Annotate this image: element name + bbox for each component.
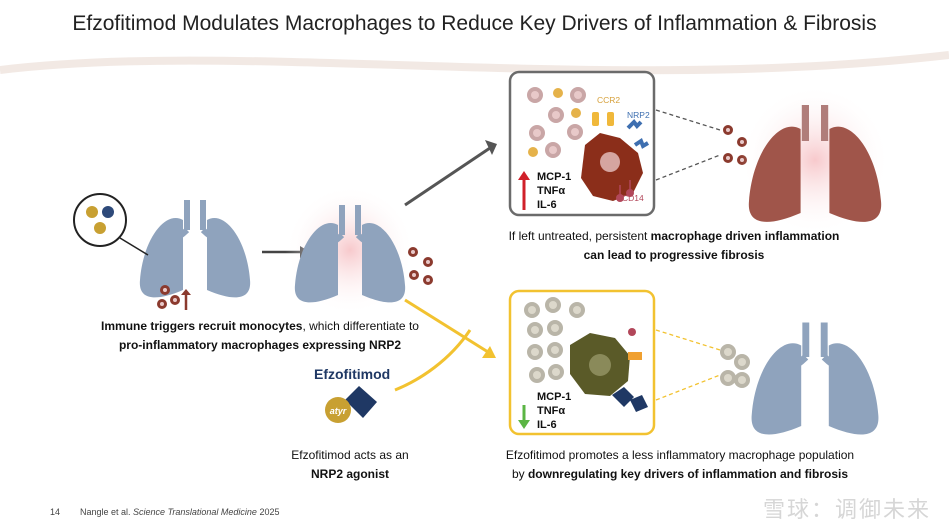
nrp2-label: NRP2	[627, 110, 650, 120]
top-caption-line2: can lead to progressive fibrosis	[583, 248, 765, 262]
header-wave	[0, 51, 949, 75]
citation: Nangle et al. Science Translational Medi…	[80, 507, 279, 517]
cytokine-tnfa: TNFα	[537, 405, 566, 417]
page-number: 14	[50, 507, 61, 517]
ccr2-receptor-icon	[592, 112, 599, 126]
lungs-icon-left	[140, 200, 250, 297]
left-caption: Immune triggers recruit monocytes, which…	[60, 317, 460, 355]
arrow-to-treated-icon	[404, 298, 489, 354]
small-cluster-icon	[720, 344, 750, 388]
zoom-circle-icon	[73, 193, 127, 247]
cd14-label: CD14	[622, 193, 644, 203]
healthy-lungs-icon	[752, 323, 879, 435]
fibrotic-lungs-icon	[748, 104, 882, 222]
drug-caption-line1: Efzofitimod acts as an	[291, 448, 409, 462]
left-caption-rest: , which differentiate to	[302, 319, 419, 333]
drug-caption: Efzofitimod acts as an NRP2 agonist	[250, 446, 450, 484]
top-caption-pre: If left untreated, persistent	[508, 229, 651, 243]
cytokine-tnfa: TNFα	[537, 185, 566, 197]
left-caption-bold: Immune triggers recruit monocytes	[101, 319, 303, 333]
efzofitimod-molecule-icon	[345, 386, 377, 418]
inflammatory-cells-icon	[527, 87, 586, 158]
efzofitimod-bound-icon	[612, 387, 648, 412]
bottom-caption-pre2: by	[511, 467, 528, 481]
top-cytokine-list: MCP-1 TNFα IL-6	[537, 170, 571, 212]
bottom-caption-line1: Efzofitimod promotes a less inflammatory…	[505, 448, 855, 462]
cytokine-mcp1: MCP-1	[537, 391, 572, 403]
citation-journal: Science Translational Medicine	[133, 507, 257, 517]
watermark: 雪球：调御未来	[762, 497, 931, 522]
bottom-cytokine-list: MCP-1 TNFα IL-6	[537, 390, 571, 432]
down-regulation-arrow-icon	[518, 420, 530, 429]
top-caption: If left untreated, persistent macrophage…	[474, 227, 874, 265]
nrp2-receptor-icon	[626, 118, 650, 149]
ccr2-label: CCR2	[597, 95, 621, 105]
top-caption-bold: macrophage driven inflammation	[650, 229, 840, 243]
left-caption-line2: pro-inflammatory macrophages expressing …	[118, 338, 402, 352]
citation-year: 2025	[256, 507, 280, 517]
citation-authors: Nangle et al.	[80, 507, 134, 517]
slide-title: Efzofitimod Modulates Macrophages to Red…	[72, 12, 877, 35]
cytokine-il6: IL-6	[537, 199, 557, 211]
up-regulation-arrow-icon	[518, 171, 530, 180]
drug-caption-line2: NRP2 agonist	[310, 467, 389, 481]
cytokine-mcp1: MCP-1	[537, 171, 572, 183]
cd14-receptor-icon	[616, 194, 624, 202]
bottom-caption: Efzofitimod promotes a less inflammatory…	[460, 446, 900, 484]
cytokine-il6: IL-6	[537, 419, 557, 431]
bottom-caption-bold2: downregulating key drivers of inflammati…	[527, 467, 849, 481]
drug-name: Efzofitimod	[314, 366, 391, 382]
svg-text:atyr: atyr	[330, 406, 347, 416]
arrow-to-untreated-icon	[404, 146, 491, 207]
atyr-logo-icon	[325, 397, 351, 423]
